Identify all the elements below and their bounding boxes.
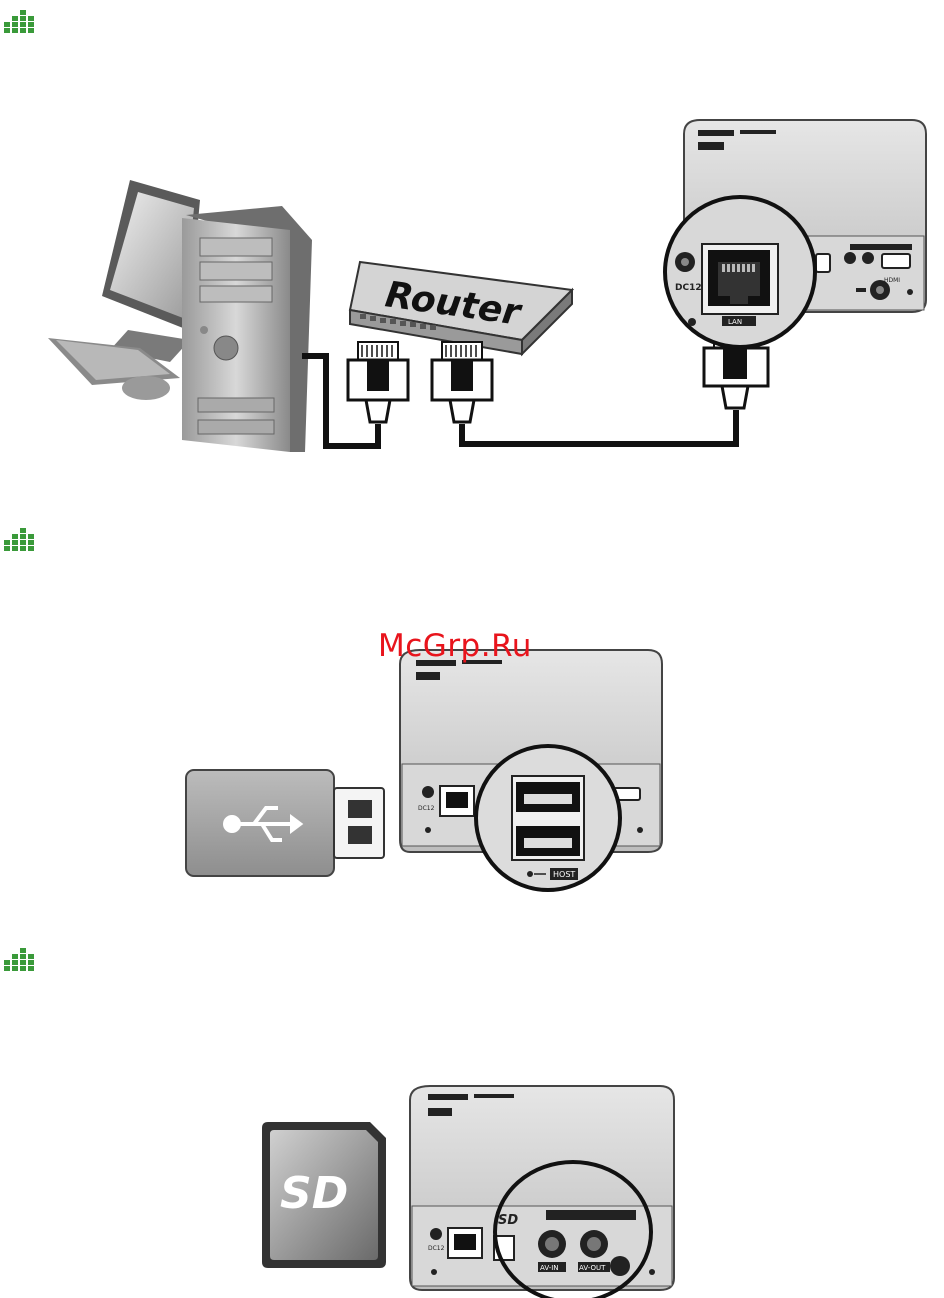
sd-slot-logo: SD xyxy=(498,1213,518,1228)
dc12-label: DC12 xyxy=(428,1245,445,1252)
av-out-label: AV-OUT xyxy=(579,1264,606,1272)
computer-tower xyxy=(182,206,312,452)
sd-card: SD xyxy=(262,1122,386,1268)
usb-figure: DC12 HOST xyxy=(186,650,662,890)
dc12-label: DC12 xyxy=(418,805,435,812)
watermark: McGrp.Ru xyxy=(378,628,532,664)
dc12-label: DC12 xyxy=(675,283,702,293)
usb-flash-drive xyxy=(186,770,384,876)
av-in-label: AV-IN xyxy=(540,1264,559,1272)
rj45-connector-1 xyxy=(348,342,408,422)
usb-host-zoom: HOST xyxy=(476,746,620,890)
sd-card-logo: SD xyxy=(280,1168,348,1219)
rj45-connector-2 xyxy=(432,342,492,422)
lan-label: LAN xyxy=(728,318,742,326)
lan-port-zoom: DC12 LAN xyxy=(665,197,815,347)
host-label: HOST xyxy=(553,870,575,879)
router-device: Router xyxy=(350,262,572,354)
network-figure: Router xyxy=(48,120,926,452)
sd-figure: DC12 SD AV-IN AV-OUT SD xyxy=(262,1086,674,1298)
